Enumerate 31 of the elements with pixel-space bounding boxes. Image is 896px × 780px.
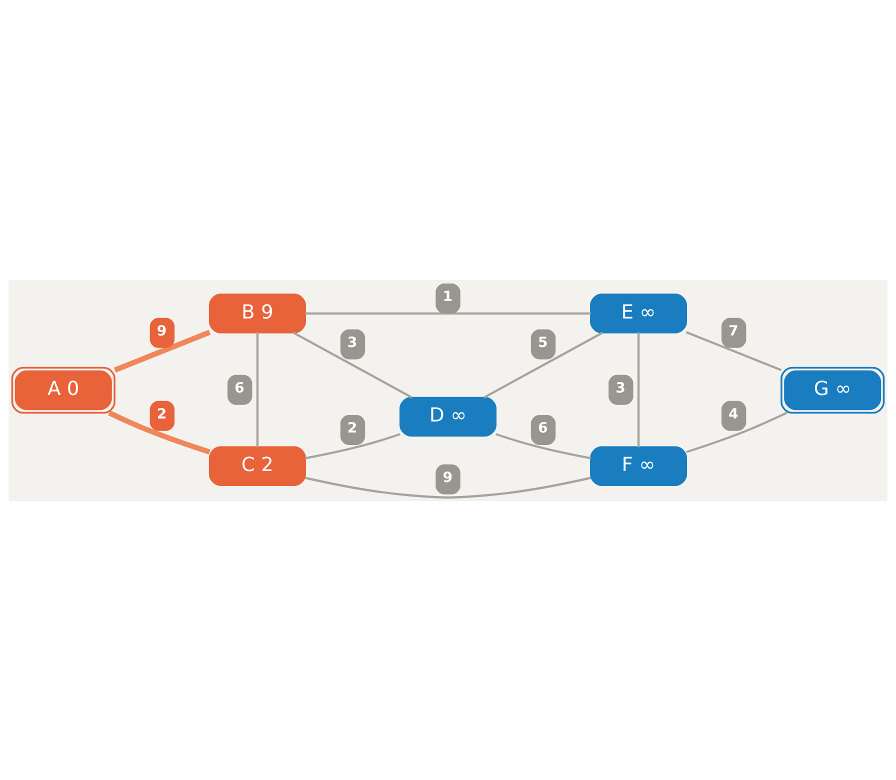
- edge-label: 6: [234, 380, 244, 396]
- connector: [304, 432, 401, 459]
- node-box: B 9: [208, 293, 306, 333]
- node-box: D ∞: [399, 396, 497, 436]
- node-box: A 0: [11, 366, 116, 414]
- node-box: F ∞: [590, 446, 688, 486]
- edge-label: 3: [347, 334, 358, 350]
- edge-label: 1: [442, 288, 453, 304]
- connector: [108, 410, 210, 454]
- connector: [686, 330, 782, 371]
- connector: [686, 411, 788, 453]
- edge-label: 9: [156, 322, 167, 339]
- edge-label: 4: [728, 406, 738, 422]
- connector: [114, 329, 211, 372]
- connector: [637, 332, 640, 447]
- edge-label: 9: [442, 469, 453, 486]
- edge-label: 6: [538, 420, 548, 436]
- connector: [292, 331, 413, 398]
- edge-label: 5: [538, 334, 548, 350]
- connector: [305, 476, 591, 498]
- edge-label: 2: [347, 420, 358, 436]
- edge-label: 2: [156, 406, 167, 422]
- edge-label: 3: [616, 380, 626, 396]
- node-box: E ∞: [590, 293, 688, 333]
- connector: [256, 332, 259, 447]
- connector: [305, 312, 591, 314]
- connector: [483, 331, 604, 398]
- node-box: C 2: [208, 446, 306, 486]
- connector: [495, 432, 592, 459]
- node-box: G ∞: [780, 366, 885, 414]
- edge-label: 7: [728, 322, 738, 339]
